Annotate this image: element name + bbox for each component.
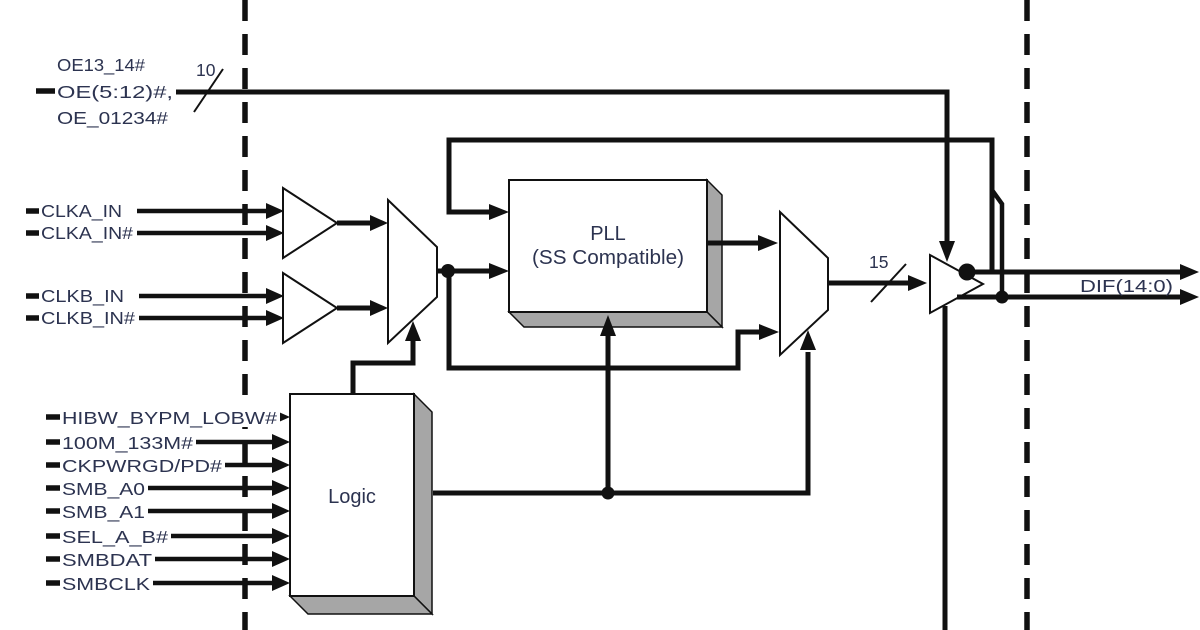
clkb-n-input-net xyxy=(26,310,284,326)
bus-slash xyxy=(193,68,224,113)
bus-width-label-15: 15 xyxy=(869,252,888,272)
arrowhead xyxy=(489,263,509,279)
arrowhead xyxy=(272,551,290,567)
signal-label-smbclk: SMBCLK xyxy=(62,574,150,594)
arrowhead-down xyxy=(939,241,955,262)
oe-input-net xyxy=(36,68,955,262)
bus-width-label-10: 10 xyxy=(196,60,216,80)
logic-shadow-bottom xyxy=(288,595,434,615)
junction-dot-large xyxy=(958,263,976,281)
signal-label-oe5-12: OE(5:12)#, xyxy=(57,82,173,102)
clka-n-input-net xyxy=(26,225,284,241)
signal-label-clka-in: CLKA_IN xyxy=(41,201,122,222)
arrowhead xyxy=(266,225,284,241)
arrowhead xyxy=(1180,289,1199,305)
pll-subtitle: (SS Compatible) xyxy=(532,247,684,269)
arrowhead xyxy=(1180,264,1199,280)
logic-input-row-smbdat xyxy=(46,551,290,567)
signal-label-smb-a1: SMB_A1 xyxy=(62,502,145,523)
signal-label-clkb-in-n: CLKB_IN# xyxy=(41,308,135,329)
buffer-b-output-wire xyxy=(337,300,388,316)
arrowhead-up xyxy=(405,321,421,341)
arrowhead xyxy=(266,288,284,304)
logic-input-row-100m xyxy=(46,434,290,450)
arrowhead-up xyxy=(800,330,816,350)
arrowhead xyxy=(266,310,284,326)
junction-dot xyxy=(995,290,1009,304)
logic-title: Logic xyxy=(328,486,376,508)
feedback-jog xyxy=(990,188,1005,297)
logic-input-row-smb-a1 xyxy=(46,503,290,519)
logic-body xyxy=(289,393,415,597)
logic-input-row-sel-a-b xyxy=(46,528,290,544)
logic-shadow-right xyxy=(413,392,433,616)
pll-title: PLL xyxy=(590,223,626,245)
mux2-output-net xyxy=(828,263,927,303)
signal-label-hibw: HIBW_BYPM_LOBW# xyxy=(62,408,277,429)
pll-shadow-bottom xyxy=(507,311,724,328)
signal-label-clka-in-n: CLKA_IN# xyxy=(41,223,133,244)
label-backgrounds xyxy=(39,55,280,593)
arrowhead xyxy=(370,215,388,231)
logic-input-row-smbclk xyxy=(46,575,290,591)
buffer-a-output-wire xyxy=(337,215,388,231)
pll-block xyxy=(507,178,724,329)
arrowhead xyxy=(759,324,779,340)
dif-output-label: DIF(14:0) xyxy=(1080,276,1173,296)
arrowhead xyxy=(266,203,284,219)
arrowhead xyxy=(758,235,778,251)
signal-label-oe13-14: OE13_14# xyxy=(57,55,145,76)
logic-control-net xyxy=(350,315,816,500)
pll-bypass-net xyxy=(446,271,779,371)
arrowhead xyxy=(272,503,290,519)
logic-input-row-smb-a0 xyxy=(46,480,290,496)
arrowhead xyxy=(489,204,509,220)
signal-label-100m: 100M_133M# xyxy=(62,433,193,454)
pll-shadow-right xyxy=(706,178,723,329)
signal-label-ckpwrgd: CKPWRGD/PD# xyxy=(62,456,222,476)
clka-input-net xyxy=(26,203,284,219)
pll-body xyxy=(508,179,708,313)
signal-label-smbdat: SMBDAT xyxy=(62,550,152,570)
dif-output-buffer xyxy=(929,253,986,315)
pll-output-wire xyxy=(707,235,778,251)
signal-label-smb-a0: SMB_A0 xyxy=(62,479,145,500)
oe-wire xyxy=(176,89,950,241)
arrowhead xyxy=(272,575,290,591)
wire xyxy=(446,271,761,371)
logic-block xyxy=(288,392,434,616)
clock-select-mux xyxy=(387,197,438,346)
clkb-input-buffer xyxy=(282,271,339,345)
arrowhead xyxy=(272,434,290,450)
feedback-wire xyxy=(446,137,995,272)
output-select-mux xyxy=(779,209,829,358)
clkb-input-net xyxy=(26,288,284,304)
signal-label-clkb-in: CLKB_IN xyxy=(41,286,124,307)
arrowhead xyxy=(272,480,290,496)
chip-boundary xyxy=(242,0,1030,630)
dif-output-net xyxy=(942,263,1199,630)
clka-input-buffer xyxy=(282,186,339,260)
arrowhead-up xyxy=(600,315,616,336)
pll-feedback-net xyxy=(446,137,1005,297)
bus-slash xyxy=(870,263,907,303)
logic-output-wire xyxy=(433,352,811,496)
arrowhead xyxy=(370,300,388,316)
arrowhead xyxy=(908,275,927,291)
signal-label-oe01234: OE_01234# xyxy=(57,108,168,129)
signal-label-sel-a-b: SEL_A_B# xyxy=(62,527,168,548)
arrowhead xyxy=(272,528,290,544)
mux1-select-wire xyxy=(350,339,416,394)
logic-input-row-ckpwrgd xyxy=(46,457,290,473)
arrowhead xyxy=(272,457,290,473)
labels: OE13_14# OE(5:12)#, OE_01234# 10 CLKA_IN… xyxy=(41,55,1173,594)
